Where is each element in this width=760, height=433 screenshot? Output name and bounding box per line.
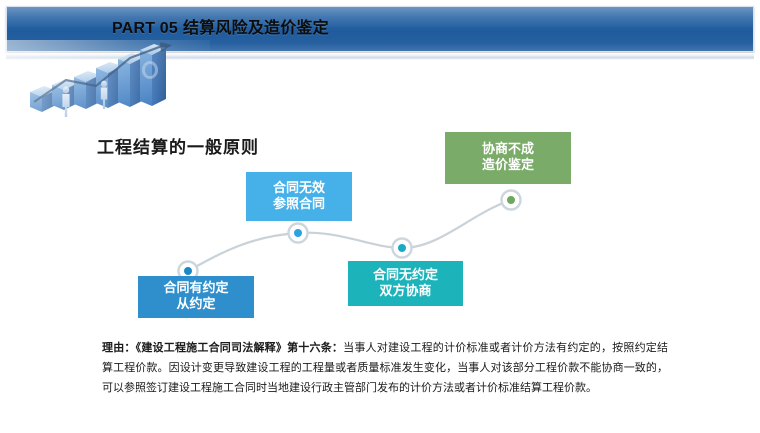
flow-step-box-4[interactable]: 协商不成 造价鉴定 (445, 132, 571, 184)
flow-step-3-line2: 双方协商 (379, 283, 432, 299)
note-lead-label: 理由：《建设工程施工合同司法解释》第十六条： (102, 341, 344, 354)
flow-step-1-line2: 从约定 (176, 297, 216, 312)
header-title-text: 结算风险及造价鉴定 (183, 18, 329, 37)
explanatory-note: 理由：《建设工程施工合同司法解释》第十六条：当事人对建设工程的计价标准或者计价方… (102, 338, 668, 398)
flow-step-box-2[interactable]: 合同无效 参照合同 (246, 172, 352, 221)
note-body-text: 当事人对建设工程的计价标准或者计价方法有约定的，按照约定结算工程价款。因设计变更… (102, 341, 669, 394)
flow-marker-3 (391, 237, 413, 259)
flow-step-1-line1: 合同有约定 (163, 281, 229, 296)
flow-step-box-1[interactable]: 合同有约定 从约定 (138, 276, 254, 318)
header-underline-bar (6, 53, 754, 60)
decorative-bar-chart-artwork (0, 40, 210, 120)
section-heading: 工程结算的一般原则 (97, 138, 259, 158)
header-part-label: PART 05 (112, 20, 179, 37)
flow-step-box-3[interactable]: 合同无约定 双方协商 (348, 261, 463, 306)
flow-step-4-line2: 造价鉴定 (481, 158, 534, 173)
flow-step-3-line1: 合同无约定 (372, 267, 438, 283)
deco-figures (62, 61, 158, 117)
flow-step-4-line1: 协商不成 (481, 142, 534, 157)
flow-marker-4 (500, 189, 522, 211)
flow-step-2-line2: 参照合同 (272, 196, 325, 212)
flow-step-2-line1: 合同无效 (272, 180, 325, 196)
flow-marker-2 (287, 222, 309, 244)
